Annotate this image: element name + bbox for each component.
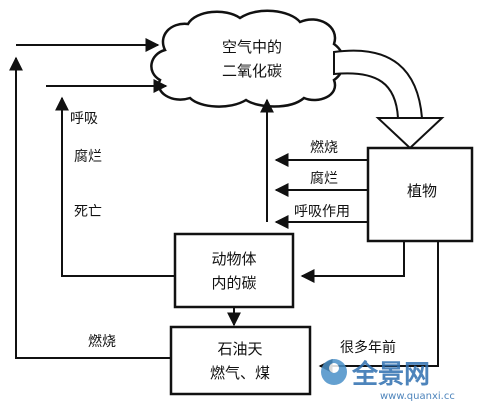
animal-carbon-line1: 动物体	[211, 250, 256, 268]
label-respiration-plant: 呼吸作用	[294, 204, 350, 220]
cloud-shape	[150, 9, 345, 108]
fossil-fuel-line2: 燃气、煤	[210, 364, 270, 382]
node-fossil-fuel: 石油天 燃气、煤	[169, 325, 312, 396]
arrow-co2-to-plant	[333, 49, 445, 150]
fossil-fuel-line1: 石油天	[217, 340, 262, 358]
label-many-years: 很多年前	[340, 339, 396, 356]
label-death: 死亡	[74, 204, 102, 220]
edge-animal-respiration	[46, 79, 175, 277]
edge-plant-trunk	[260, 98, 368, 229]
edge-fossil-combustion	[9, 38, 171, 359]
label-decay-plant: 腐烂	[310, 170, 338, 187]
animal-carbon-line2: 内的碳	[211, 274, 256, 292]
edge-plant-to-animal	[300, 241, 405, 283]
air-co2-line1: 空气中的	[222, 38, 282, 56]
label-combustion-fossil: 燃烧	[88, 333, 116, 350]
air-co2-line2: 二氧化碳	[222, 62, 282, 80]
node-plant: 植物	[366, 146, 474, 243]
plant-label: 植物	[407, 182, 437, 200]
watermark-main: 全景网	[351, 359, 430, 390]
edge-plant-to-fossil	[318, 241, 439, 373]
node-animal-carbon: 动物体 内的碳	[173, 232, 295, 309]
label-decay-left: 腐烂	[74, 148, 102, 165]
watermark: 全景网 www.quanxi.cc	[321, 359, 455, 402]
label-combustion-plant: 燃烧	[310, 139, 338, 156]
node-air-co2: 空气中的 二氧化碳	[150, 9, 345, 108]
watermark-url: www.quanxi.cc	[380, 391, 455, 402]
label-respiration-left: 呼吸	[70, 111, 98, 127]
